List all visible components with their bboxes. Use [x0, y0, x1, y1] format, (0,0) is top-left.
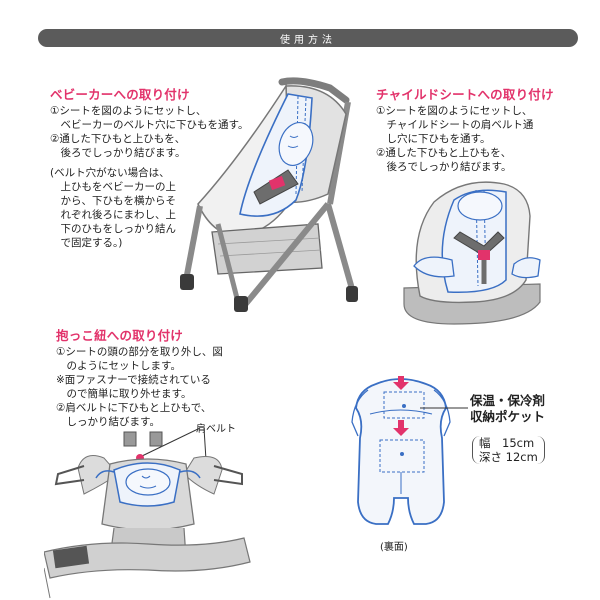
pocket-title-line2: 収納ポケット [470, 409, 546, 424]
instruction-line: のようにセットします。 [56, 360, 181, 372]
instruction-line: から、下ひもを横からそ [50, 195, 176, 207]
instruction-line: (ベルト穴がない場合は、 [50, 167, 170, 179]
childseat-instructions: ①シートを図のようにセットし、 チャイルドシートの肩ベルト通 し穴に下ひもを通す… [376, 104, 533, 174]
instruction-line: 後ろでしっかり結びます。 [376, 161, 512, 173]
instruction-line: 上ひもをベビーカーの上 [50, 181, 176, 193]
instruction-line: ので簡単に取り外せます。 [56, 388, 192, 400]
instruction-line: ①シートを図のようにセットし、 [50, 105, 207, 117]
stroller-section-title: ベビーカーへの取り付け [50, 87, 190, 102]
instruction-line: ①シートを図のようにセットし、 [376, 105, 533, 117]
stroller-instructions: ①シートを図のようにセットし、 ベビーカーのベルト穴に下ひもを通す。 ②通した下… [50, 104, 248, 250]
header-bar: 使用方法 [38, 29, 578, 47]
carrier-section-title: 抱っこ紐への取り付け [56, 328, 184, 343]
childseat-illustration [403, 181, 541, 325]
instruction-line: ②肩ベルトに下ひもと上ひもで、 [56, 402, 212, 414]
carrier-illustration [44, 428, 251, 599]
instruction-line: 後ろでしっかり結びます。 [50, 147, 186, 159]
back-side-label: (裏面) [380, 542, 408, 553]
instruction-line: れぞれ後ろにまわし、上 [50, 209, 176, 221]
instruction-line: ②通した下ひもと上ひもを、 [50, 133, 186, 145]
instruction-line: ※面ファスナーで接続されている [56, 374, 211, 386]
pocket-pointer [420, 407, 468, 409]
instruction-line: ベビーカーのベルト穴に下ひもを通す。 [50, 119, 249, 131]
childseat-section-title: チャイルドシートへの取り付け [376, 87, 554, 102]
pocket-size: 幅 15cm 深さ 12cm [472, 436, 545, 464]
pocket-title: 保温・保冷剤 収納ポケット [470, 393, 545, 425]
stroller-illustration [180, 77, 358, 312]
instruction-line: 下のひもをしっかり結ん [50, 223, 176, 235]
header-title: 使用方法 [280, 34, 336, 46]
instruction-line: ②通した下ひもと上ひもを、 [376, 147, 512, 159]
instruction-line: ①シートの頭の部分を取り外し、図 [56, 346, 223, 358]
carrier-instructions: ①シートの頭の部分を取り外し、図 のようにセットします。 ※面ファスナーで接続さ… [56, 345, 223, 429]
instruction-line: しっかり結びます。 [56, 416, 160, 428]
seat-back-illustration [351, 376, 451, 525]
shoulder-belt-label: 肩ベルト [196, 424, 236, 435]
instruction-line: チャイルドシートの肩ベルト通 [376, 119, 534, 131]
instruction-line: し穴に下ひもを通す。 [376, 133, 491, 145]
instruction-line: で固定する。) [50, 237, 123, 249]
pocket-title-line1: 保温・保冷剤 [470, 393, 546, 408]
